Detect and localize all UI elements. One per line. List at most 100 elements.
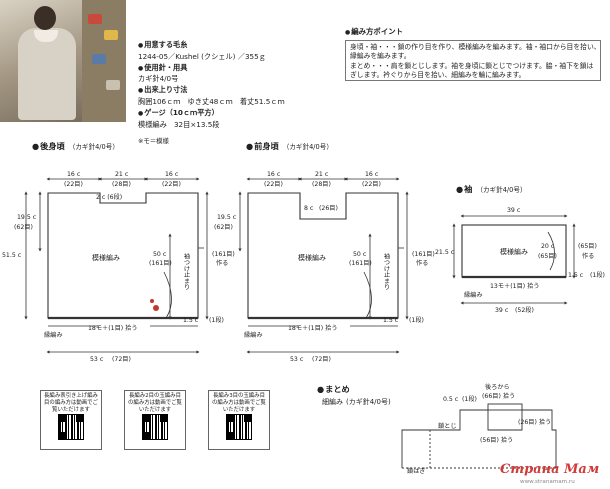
front-top-left-r: (22目) [264,181,283,188]
motif-mark [153,305,159,311]
points-line: まとめ・・・肩を鎖とじします。袖を身頃に鎖とじでつけます。脇・袖下を鎖は [350,61,594,70]
back-hem: 1.5 c [183,317,199,324]
shelf-item [106,80,120,90]
sleeve-pick: 13モ＋(1目) 拾う [490,282,540,290]
sleeve-hem-r: (1段) [590,271,605,279]
back-right-r: (161目) [149,260,172,267]
back-diagram [24,177,209,354]
finish-title-text: まとめ [325,384,350,394]
qr-code-icon[interactable] [226,414,252,441]
model-collar [34,30,58,42]
back-hem-r: (1段) [209,316,224,324]
sleeve-edge: 縁編み [464,291,483,299]
model-head [34,6,56,30]
sleeve-inner-c: 20 c [541,243,555,250]
yarn-value: 1244-05／Kushel (クシェル) ／355ｇ [138,51,266,61]
sleeve-top: 39 c [507,207,521,214]
finish-chain-join: 鎖はぎ [407,467,426,475]
back-direction-arrow [163,271,172,319]
gauge-value: 模様編み 32目×13.5段 [138,119,220,129]
motif-mark [150,299,154,303]
back-title-sub: （カギ針4/0号） [68,143,119,151]
qr-code-icon[interactable] [58,414,84,441]
back-outer-sub: 作る [216,259,228,267]
finish-subtitle-needle: (カギ針4/0号) [346,398,391,406]
front-hem-r: (1段) [409,316,424,324]
materials-list: 用意する毛糸 1244-05／Kushel (クシェル) ／355ｇ 使用針・用… [138,40,348,147]
front-title-sub: （カギ針4/0号） [282,143,333,151]
qr-card[interactable]: 長編み3目の玉編み目の編み方は動画でご覧いただけます [208,390,270,450]
back-left-outer: 51.5 c [2,252,22,259]
front-title: 前身頃（カギ針4/0号） [246,140,333,152]
qr-card[interactable]: 長編み表引き上げ編み目の編み方は動画でご覧いただけます [40,390,102,450]
front-body-label: 模様編み [298,253,326,262]
back-bottom-r: (72目) [112,356,131,363]
gauge-heading: ゲージ（10ｃｍ平方） [138,108,348,120]
front-outer-sub: 作る [416,259,428,267]
front-outer-r: (161目) [412,251,435,258]
back-outer-r: (161目) [212,251,235,258]
model-photo [0,0,126,122]
front-top-right-r: (22目) [362,181,381,188]
finish-c05-r: (1段) [462,395,477,403]
back-pick: 18モ＋(1目) 拾う [88,324,138,332]
back-sleeve-mark: 袖つけ止まり [183,252,190,290]
sleeve-hem: 1.5 c [568,272,584,279]
sleeve-outer-r: (65目) [578,243,597,250]
sleeve-inner-r: (65目) [538,253,557,260]
back-body-label: 模様編み [92,253,120,262]
tools-heading: 使用針・用具 [138,63,348,75]
sleeve-title: 袖（カギ針4/0号） [456,183,527,195]
qr-code-icon[interactable] [142,414,168,441]
back-bottom: 53 c [90,356,104,363]
back-left-c: 19.5 c [17,214,37,221]
front-top-left-c: 16 c [267,171,281,178]
back-left-r: (62目) [14,224,33,231]
front-neck-c: 8 c [304,205,314,212]
finish-center-pick: (56目) 拾う [480,436,513,444]
watermark-logo: Страна Мам [500,462,600,477]
sleeve-direction-arrow [547,231,555,271]
finish-diagram [401,403,557,469]
back-title-text: 後身頃 [40,141,65,151]
back-right-c: 50 c [153,251,167,258]
points-line: 身頃・袖・・・鎖の作り目を作り、模様編みを編みます。袖・袖口から目を拾い、 [350,43,601,51]
size-heading: 出来上り寸法 [138,85,348,97]
abbrev-note: ※モ＝模様 [138,137,169,146]
back-top-right-r: (22目) [162,181,181,188]
finish-title: まとめ [317,383,350,395]
front-top-mid-r: (28目) [312,181,331,188]
finish-right-pick: (26目) 拾う [518,418,551,426]
tools-value: カギ針4/0号 [138,74,179,84]
finish-subtitle-text: 細編み [322,398,343,406]
points-box: 身頃・袖・・・鎖の作り目を作り、模様編みを編みます。袖・袖口から目を拾い、 縁編… [345,40,601,81]
qr-card[interactable]: 長編み2目の玉編み目の編み方は動画でご覧いただけます [124,390,186,450]
front-left-r: (62目) [214,224,233,231]
front-top-mid-c: 21 c [315,171,329,178]
back-top-left-c: 16 c [67,171,81,178]
front-bottom-r: (72目) [312,356,331,363]
finish-outline [401,409,557,468]
qr-card-text: 長編み表引き上げ編み目の編み方は動画でご覧いただけます [44,393,98,413]
back-neck: 2 c (6段) [96,193,122,201]
shelf-item [104,30,118,40]
sleeve-title-text: 袖 [464,184,473,194]
front-left-c: 19.5 c [217,214,237,221]
finish-subtitle: 細編み(カギ針4/0号) [322,397,391,407]
front-edge: 縁編み [244,331,263,339]
back-body-shape [47,192,199,319]
sleeve-title-sub: （カギ針4/0号） [476,186,527,194]
sleeve-left: 21.5 c [435,249,455,256]
back-motif [150,299,159,311]
sleeve-outer-sub: 作る [582,252,594,260]
back-top-right-c: 16 c [165,171,179,178]
finish-chain-close: 鎖とじ [438,422,457,430]
front-neck-r: (26目) [319,205,338,212]
watermark-url: www.stranamam.ru [520,479,575,485]
sleeve-bottom: 39 c [495,307,509,314]
diagram-labels: 16 c (22目) 21 c (28目) 16 c (22目) 2 c (6段… [2,171,605,475]
size-value: 胸囲106ｃｍ ゆき丈48ｃｍ 着丈51.5ｃｍ [138,96,285,106]
points-line: 縁編みを編みます。 [350,52,411,61]
model-body [18,28,76,120]
points-title: 編み方ポイント [345,26,403,37]
